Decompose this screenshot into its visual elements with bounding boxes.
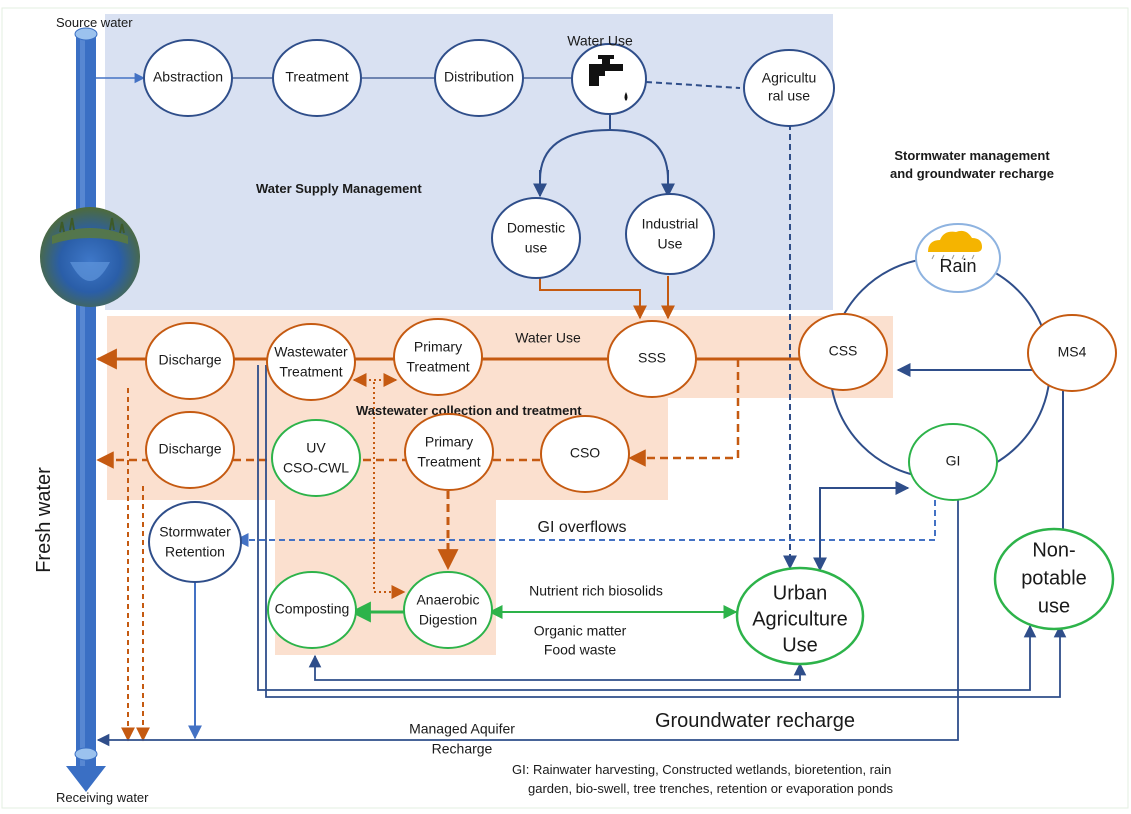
svg-text:Rain: Rain: [939, 256, 976, 276]
node-stormwater-retention: Stormwater Retention: [148, 501, 242, 583]
svg-text:Use: Use: [658, 236, 683, 252]
svg-text:CSS: CSS: [829, 343, 858, 359]
wetland-photo: [40, 207, 140, 307]
source-cap: [74, 27, 98, 41]
gi-overflows-label: GI overflows: [538, 519, 627, 536]
svg-text:Treatment: Treatment: [406, 359, 469, 375]
node-primary-treatment: Primary Treatment: [393, 318, 483, 396]
node-composting: Composting: [267, 571, 357, 649]
node-ms4: MS4: [1027, 314, 1117, 392]
organic-matter-label: Organic matter: [534, 623, 627, 639]
svg-text:Anaerobic: Anaerobic: [416, 592, 479, 608]
svg-text:Retention: Retention: [165, 544, 225, 560]
svg-text:use: use: [525, 240, 548, 256]
wastewater-water-use-label: Water Use: [515, 330, 581, 346]
svg-text:Primary: Primary: [425, 434, 473, 450]
food-waste-label: Food waste: [544, 642, 617, 658]
fresh-water-label: Fresh water: [33, 467, 55, 573]
svg-text:Domestic: Domestic: [507, 220, 565, 236]
svg-text:Use: Use: [782, 634, 818, 656]
svg-text:Agricultu: Agricultu: [762, 70, 816, 86]
node-water-use: [571, 43, 647, 115]
svg-text:Distribution: Distribution: [444, 69, 514, 85]
svg-text:Abstraction: Abstraction: [153, 69, 223, 85]
footnote-line1: GI: Rainwater harvesting, Constructed we…: [512, 762, 891, 777]
source-water-label: Source water: [56, 15, 133, 30]
footnote-line2: garden, bio-swell, tree trenches, retent…: [528, 781, 893, 796]
node-industrial-use: Industrial Use: [625, 193, 715, 275]
groundwater-recharge-label: Groundwater recharge: [655, 710, 855, 732]
node-wastewater-treatment: Wastewater Treatment: [266, 323, 356, 401]
frame: [1, 7, 1129, 809]
svg-text:Urban: Urban: [773, 582, 827, 604]
node-rain: Rain: [915, 223, 1001, 293]
node-treatment: Treatment: [272, 39, 362, 117]
svg-text:ral use: ral use: [768, 88, 810, 104]
node-discharge-2: Discharge: [145, 411, 235, 489]
svg-text:Treatment: Treatment: [285, 69, 348, 85]
wastewater-region: [107, 316, 893, 655]
receiving-cap: [74, 747, 98, 761]
node-gi: GI: [908, 423, 998, 501]
mar-label-line2: Recharge: [432, 741, 493, 757]
svg-text:Stormwater: Stormwater: [159, 524, 231, 540]
svg-text:GI: GI: [946, 453, 961, 469]
node-agricultural-use: Agricultu ral use: [743, 49, 835, 127]
svg-text:SSS: SSS: [638, 350, 666, 366]
svg-text:Non-: Non-: [1032, 539, 1075, 561]
supply-title: Water Supply Management: [256, 181, 422, 196]
svg-text:Treatment: Treatment: [279, 364, 342, 380]
node-abstraction: Abstraction: [143, 39, 233, 117]
nutrient-label: Nutrient rich biosolids: [529, 583, 663, 599]
faucet-icon: [589, 55, 628, 101]
svg-text:use: use: [1038, 595, 1070, 617]
svg-text:Treatment: Treatment: [417, 454, 480, 470]
mar-label-line1: Managed Aquifer: [409, 721, 515, 737]
svg-text:CSO-CWL: CSO-CWL: [283, 460, 349, 476]
river-outlet-arrow: [66, 766, 106, 792]
stormwater-title-line2: and groundwater recharge: [890, 166, 1054, 181]
stormwater-title-line1: Stormwater management: [894, 148, 1050, 163]
wastewater-title: Wastewater collection and treatment: [356, 403, 582, 418]
svg-text:UV: UV: [306, 440, 326, 456]
node-primary-treatment-2: Primary Treatment: [404, 413, 494, 491]
svg-text:CSO: CSO: [570, 445, 600, 461]
node-anaerobic-digestion: Anaerobic Digestion: [403, 571, 493, 649]
node-uv-cso-cwl: UV CSO-CWL: [271, 419, 361, 497]
svg-text:Digestion: Digestion: [419, 612, 477, 628]
svg-text:Discharge: Discharge: [158, 441, 221, 457]
svg-text:potable: potable: [1021, 567, 1087, 589]
rain-cloud-icon: [928, 230, 982, 260]
water-use-top-label: Water Use: [567, 33, 633, 49]
svg-text:Primary: Primary: [414, 339, 462, 355]
svg-text:MS4: MS4: [1058, 344, 1087, 360]
node-sss: SSS: [607, 320, 697, 398]
svg-text:Composting: Composting: [275, 601, 350, 617]
node-distribution: Distribution: [434, 39, 524, 117]
node-css: CSS: [798, 313, 888, 391]
node-discharge: Discharge: [145, 322, 235, 400]
node-cso: CSO: [540, 415, 630, 493]
node-urban-agriculture: Urban Agriculture Use: [735, 566, 865, 666]
svg-text:Wastewater: Wastewater: [274, 344, 348, 360]
node-domestic-use: Domestic use: [491, 197, 581, 279]
svg-text:Agriculture: Agriculture: [752, 608, 848, 630]
receiving-water-label: Receiving water: [56, 790, 149, 805]
svg-text:Discharge: Discharge: [158, 352, 221, 368]
svg-text:Industrial: Industrial: [642, 216, 699, 232]
node-non-potable-use: Non- potable use: [993, 527, 1115, 631]
river-pipe: [76, 34, 96, 766]
